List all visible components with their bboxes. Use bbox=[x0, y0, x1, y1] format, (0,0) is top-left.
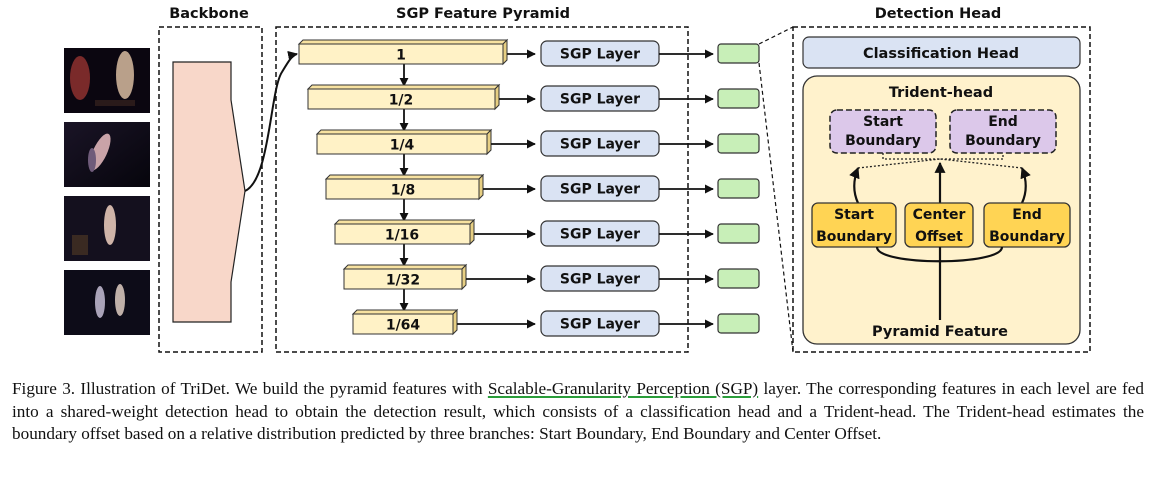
end-distribution-line1: End bbox=[988, 114, 1018, 130]
video-frame-4-icon bbox=[64, 270, 150, 335]
sgp-feature-pyramid: SGP Feature Pyramid 1 SGP Layer 1 bbox=[244, 6, 760, 353]
output-feature-box bbox=[717, 133, 760, 154]
backbone-title: Backbone bbox=[169, 6, 249, 22]
start-branch-arrow bbox=[849, 166, 860, 204]
video-frame-3-icon bbox=[64, 196, 150, 261]
start-branch-line1: Start bbox=[834, 207, 874, 223]
caption-sgp-highlight: Scalable-Granularity Perception (SGP) bbox=[487, 379, 759, 398]
pyramid-feature-label: Pyramid Feature bbox=[872, 324, 1008, 340]
center-branch-line2: Offset bbox=[915, 229, 963, 245]
output-feature-box bbox=[717, 268, 760, 289]
pyramid-level-16: 1/16 SGP Layer bbox=[333, 218, 760, 247]
end-branch-line1: End bbox=[1012, 207, 1042, 223]
pyramid-title: SGP Feature Pyramid bbox=[396, 6, 570, 22]
level-label: 1/4 bbox=[390, 138, 415, 154]
output-feature-box bbox=[717, 178, 760, 199]
center-branch-line1: Center bbox=[913, 207, 966, 223]
backbone-section: Backbone bbox=[158, 6, 263, 353]
end-branch-line2: Boundary bbox=[989, 229, 1065, 245]
sgp-layer-label: SGP Layer bbox=[560, 182, 640, 198]
zoom-line-bottom bbox=[758, 62, 794, 353]
video-frame-1-icon bbox=[64, 48, 150, 113]
backbone-to-pyramid-arrow bbox=[244, 50, 298, 192]
level-label: 1/16 bbox=[385, 228, 419, 244]
end-boundary-branch bbox=[983, 202, 1071, 248]
start-boundary-distribution bbox=[829, 109, 937, 154]
level-label: 1/8 bbox=[391, 183, 416, 199]
detection-head-title: Detection Head bbox=[875, 6, 1002, 22]
end-distribution-line2: Boundary bbox=[965, 133, 1041, 149]
sgp-layer-label: SGP Layer bbox=[560, 47, 640, 63]
output-feature-box bbox=[717, 43, 760, 64]
dotted-link bbox=[857, 158, 941, 169]
video-frame-2-icon bbox=[64, 122, 150, 187]
sgp-layer-label: SGP Layer bbox=[560, 272, 640, 288]
caption-suffix: layer. The corresponding features in eac… bbox=[12, 379, 1144, 443]
output-feature-box bbox=[717, 313, 760, 334]
figure-caption: Figure 3. Illustration of TriDet. We bui… bbox=[12, 378, 1144, 446]
level-label: 1/32 bbox=[386, 273, 420, 289]
detection-head-dashed-frame bbox=[792, 26, 1091, 353]
sgp-layer-label: SGP Layer bbox=[560, 227, 640, 243]
pyramid-level-8: 1/8 SGP Layer bbox=[324, 173, 760, 202]
output-feature-box bbox=[717, 88, 760, 109]
distribution-bracket bbox=[882, 153, 1004, 160]
backbone-dashed-frame bbox=[158, 26, 263, 353]
detection-head-section: Detection Head Classification Head Tride… bbox=[792, 6, 1091, 353]
input-video-frames bbox=[64, 48, 150, 335]
start-distribution-line1: Start bbox=[863, 114, 903, 130]
end-boundary-distribution bbox=[949, 109, 1057, 154]
sgp-layer-label: SGP Layer bbox=[560, 137, 640, 153]
level-label: 1 bbox=[396, 48, 406, 64]
start-branch-line2: Boundary bbox=[816, 229, 892, 245]
start-distribution-line2: Boundary bbox=[845, 133, 921, 149]
backbone-block bbox=[172, 61, 246, 323]
classification-head-label: Classification Head bbox=[863, 46, 1019, 62]
start-boundary-branch bbox=[811, 202, 897, 248]
output-feature-box bbox=[717, 223, 760, 244]
pyramid-level-32: 1/32 SGP Layer bbox=[342, 263, 760, 292]
level-label: 1/2 bbox=[389, 93, 414, 109]
zoom-line-top bbox=[758, 26, 794, 45]
pyramid-level-1: 1 SGP Layer bbox=[297, 38, 760, 67]
trident-head-title: Trident-head bbox=[889, 85, 993, 101]
tridet-diagram: Backbone SGP Feature Pyramid 1 SGP Layer bbox=[64, 6, 1091, 353]
pyramid-level-2: 1/2 SGP Layer bbox=[306, 83, 760, 112]
classification-head-box bbox=[802, 36, 1081, 69]
end-branch-arrow bbox=[1020, 166, 1031, 204]
pyramid-level-64: 1/64 SGP Layer bbox=[351, 308, 760, 337]
pyramid-level-4: 1/4 SGP Layer bbox=[315, 128, 760, 157]
sgp-layer-label: SGP Layer bbox=[560, 92, 640, 108]
sgp-layer-label: SGP Layer bbox=[560, 317, 640, 333]
level-label: 1/64 bbox=[386, 318, 421, 334]
caption-prefix: Figure 3. Illustration of TriDet. We bui… bbox=[12, 379, 488, 398]
dotted-link bbox=[939, 158, 1023, 169]
